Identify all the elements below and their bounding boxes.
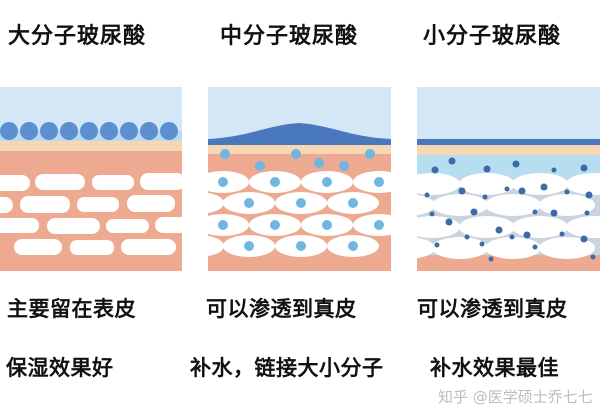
skin-diagram-medium-molecule <box>208 87 391 271</box>
caption-large-line2: 保湿效果好 <box>6 356 114 380</box>
panel-title-medium: 中分子玻尿酸 <box>220 24 359 49</box>
caption-large-line1: 主要留在表皮 <box>7 297 136 321</box>
panel-title-small: 小分子玻尿酸 <box>423 24 562 49</box>
caption-small-line1: 可以渗透到真皮 <box>417 297 568 321</box>
caption-small-line2: 补水效果最佳 <box>430 356 559 380</box>
skin-diagram-large-molecule <box>0 87 182 271</box>
caption-medium-line2: 补水，链接大小分子 <box>190 356 384 380</box>
skin-diagram-small-molecule <box>417 87 600 271</box>
watermark: 知乎 @医学硕士乔七七 <box>438 388 593 406</box>
caption-medium-line1: 可以渗透到真皮 <box>206 297 357 321</box>
panel-title-large: 大分子玻尿酸 <box>8 24 147 49</box>
